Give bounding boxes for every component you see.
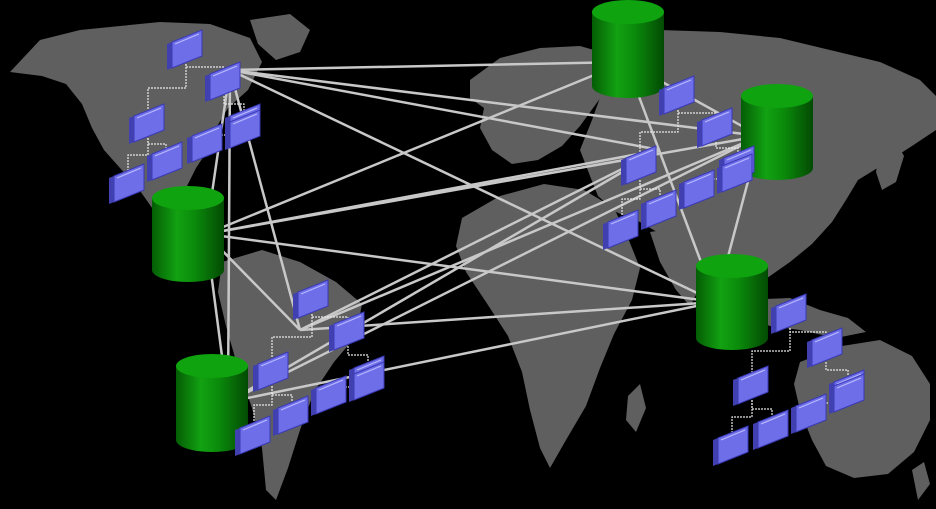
network-link bbox=[205, 148, 661, 236]
network-link bbox=[227, 300, 717, 404]
hierarchy-connector bbox=[825, 362, 849, 378]
hierarchy-connector bbox=[639, 180, 661, 198]
db-south-america-database-icon bbox=[176, 354, 248, 452]
hierarchy-connector bbox=[147, 64, 187, 112]
network-link bbox=[229, 68, 761, 138]
terminal-icon bbox=[293, 279, 329, 320]
db-south-asia-database-icon bbox=[696, 254, 768, 350]
terminal-icon bbox=[659, 75, 695, 116]
terminal-icon bbox=[187, 123, 223, 164]
land-greenland bbox=[250, 14, 310, 60]
terminal-icon bbox=[829, 373, 865, 414]
network-link bbox=[205, 60, 627, 236]
hierarchy-connector bbox=[639, 110, 679, 154]
terminal-icon bbox=[807, 327, 843, 368]
terminal-icon bbox=[713, 425, 749, 466]
terminal-icon bbox=[225, 109, 261, 150]
terminal-icon bbox=[205, 61, 241, 102]
cluster-australia bbox=[713, 293, 865, 466]
continent-africa bbox=[456, 184, 640, 468]
terminal-icon bbox=[167, 29, 203, 70]
terminal-icon bbox=[753, 409, 789, 450]
continent-south-america bbox=[218, 250, 362, 500]
terminal-icon bbox=[717, 153, 753, 194]
terminal-clusters bbox=[109, 29, 865, 466]
terminal-icon bbox=[771, 293, 807, 334]
cluster-north-america bbox=[109, 29, 261, 204]
terminal-icon bbox=[603, 209, 639, 250]
hierarchy-connector bbox=[751, 328, 791, 374]
db-north-america-database-icon bbox=[152, 186, 224, 282]
hierarchy-connector bbox=[271, 386, 293, 404]
terminal-icon bbox=[733, 365, 769, 406]
land-madagascar bbox=[626, 384, 646, 432]
network-link bbox=[205, 232, 717, 304]
terminal-icon bbox=[311, 375, 347, 416]
terminal-icon bbox=[679, 169, 715, 210]
databases bbox=[152, 0, 813, 452]
cluster-south-america bbox=[235, 279, 385, 456]
terminal-icon bbox=[253, 351, 289, 392]
terminal-icon bbox=[129, 103, 165, 144]
terminal-icon bbox=[349, 361, 385, 402]
network-link bbox=[229, 60, 627, 72]
terminal-icon bbox=[109, 163, 145, 204]
network-link bbox=[227, 148, 661, 404]
hierarchy-connector bbox=[271, 314, 313, 360]
hierarchy-connector bbox=[751, 400, 773, 418]
hierarchy-connector bbox=[715, 142, 739, 154]
hierarchy-connector bbox=[223, 96, 245, 112]
network-link bbox=[299, 300, 717, 332]
network-link bbox=[229, 68, 661, 152]
hierarchy-connector bbox=[147, 138, 167, 150]
terminal-icon bbox=[273, 395, 309, 436]
continent-europe bbox=[470, 46, 612, 164]
terminal-icon bbox=[641, 189, 677, 230]
db-russia-database-icon bbox=[592, 0, 664, 98]
cluster-eurasia bbox=[603, 75, 755, 250]
terminal-icon bbox=[621, 145, 657, 186]
terminal-icon bbox=[791, 393, 827, 434]
network-link bbox=[299, 134, 761, 332]
terminal-icon bbox=[697, 107, 733, 148]
continent-australia bbox=[794, 340, 930, 478]
terminal-icon bbox=[329, 311, 365, 352]
terminal-icon bbox=[235, 415, 271, 456]
land-new-zealand bbox=[912, 462, 930, 500]
hierarchy-connector bbox=[347, 346, 369, 364]
terminal-icon bbox=[147, 141, 183, 182]
network-link bbox=[299, 148, 661, 332]
hierarchy-connector bbox=[731, 400, 753, 434]
hierarchy-connector bbox=[127, 138, 149, 172]
land-japan bbox=[876, 138, 904, 190]
